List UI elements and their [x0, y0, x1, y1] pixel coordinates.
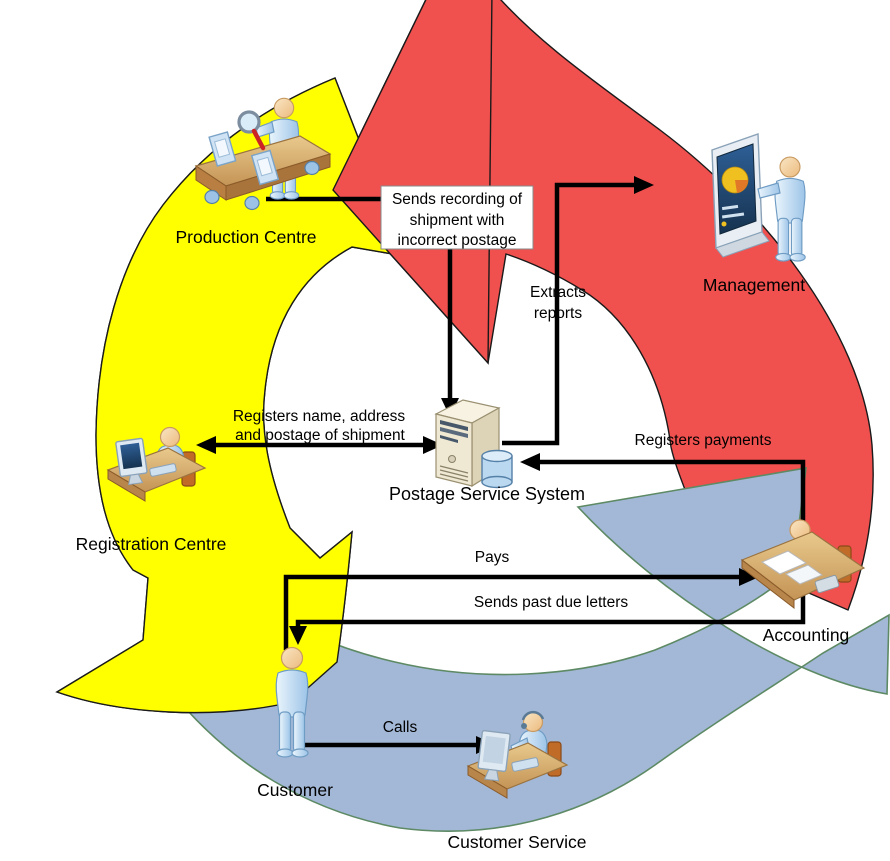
postage-service-system-label: Postage Service System — [389, 484, 585, 504]
dashboard-bullet — [721, 221, 727, 227]
monitor-icon — [115, 437, 148, 486]
server-vent — [439, 473, 469, 482]
dashboard-text-line — [721, 212, 745, 219]
magnifier-handle — [251, 128, 266, 151]
sends-recording-label-box — [380, 185, 534, 250]
registration-desk-front — [107, 469, 146, 502]
sends-recording-label-line2: shipment with — [410, 212, 505, 229]
production-centre-label: Production Centre — [175, 227, 316, 247]
package-icon — [208, 131, 237, 167]
flow-pays-arrowhead — [739, 568, 759, 586]
cycle-arrow-yellow-head-overlay — [55, 77, 406, 714]
customer-service-label: Customer Service — [447, 832, 586, 852]
extracts-reports-label-line2: reports — [534, 305, 582, 322]
database-cylinder-top — [481, 449, 513, 463]
paper-sheet-icon — [784, 564, 824, 585]
conveyor-inspection-icon — [194, 97, 332, 211]
monitor-icon — [477, 729, 511, 782]
server-database-icon — [434, 399, 513, 489]
keyboard-icon — [511, 757, 539, 772]
dashboard-base — [715, 231, 770, 258]
management-label: Management — [703, 275, 805, 295]
calculator-icon — [814, 574, 840, 594]
registers-name-label-line1: Registers name, address — [233, 408, 406, 425]
server-drive-slot — [440, 427, 468, 438]
extracts-reports-label-line1: Extracts — [530, 284, 586, 301]
accounting-desk-front — [741, 558, 795, 610]
package-icon — [250, 149, 280, 186]
server-button — [448, 455, 456, 463]
registers-payments-label: Registers payments — [635, 432, 772, 449]
pie-chart-slice — [735, 180, 749, 193]
paper-sheet-icon — [760, 550, 808, 575]
accounting-label: Accounting — [763, 625, 850, 645]
flow-sends-past-due-arrowhead — [289, 626, 307, 645]
server-vent — [439, 465, 469, 474]
flow-registers-name-arrowhead-right — [423, 436, 443, 454]
desk-computer-icon — [106, 426, 207, 502]
sends-recording-label-line3: incorrect postage — [398, 232, 517, 249]
headset-agent-icon — [466, 710, 569, 799]
dashboard-text-line — [721, 204, 739, 211]
conveyor-roller-icon — [244, 195, 260, 211]
management-person-icon — [774, 156, 806, 262]
registration-centre-label: Registration Centre — [76, 534, 227, 554]
calls-label: Calls — [383, 719, 418, 736]
cycle-arrow-blue — [168, 467, 890, 832]
headset-mic-icon — [521, 723, 527, 729]
database-cylinder-bottom — [481, 475, 513, 489]
dashboard-pie-icon — [711, 133, 806, 262]
management-person-arm — [757, 182, 781, 199]
server-drive-slot — [440, 420, 468, 431]
drafting-desk-icon — [740, 519, 866, 610]
sends-recording-label-line1: Sends recording of — [392, 191, 523, 208]
flow-pays-line — [283, 574, 744, 650]
headset-icon — [521, 710, 545, 721]
keyboard-icon — [149, 463, 177, 477]
cycle-arrow-red-head-overlay — [332, 0, 493, 365]
server-vent — [439, 469, 469, 478]
flow-extracts-reports-arrowhead — [634, 176, 654, 194]
conveyor-roller-icon — [204, 189, 220, 205]
registers-name-label-line2: and postage of shipment — [235, 427, 405, 444]
server-drive-slot — [440, 435, 458, 443]
customer-label: Customer — [257, 780, 333, 800]
sends-past-due-label: Sends past due letters — [474, 594, 628, 611]
flow-registers-name-arrowhead-left — [196, 436, 216, 454]
conveyor-roller-icon — [304, 160, 320, 176]
customer-service-desk-front — [467, 765, 508, 799]
flow-registers-payments-arrowhead — [520, 453, 540, 471]
flow-extracts-reports-line — [502, 182, 638, 446]
pays-label: Pays — [475, 549, 510, 566]
magnifier-icon — [237, 110, 261, 134]
